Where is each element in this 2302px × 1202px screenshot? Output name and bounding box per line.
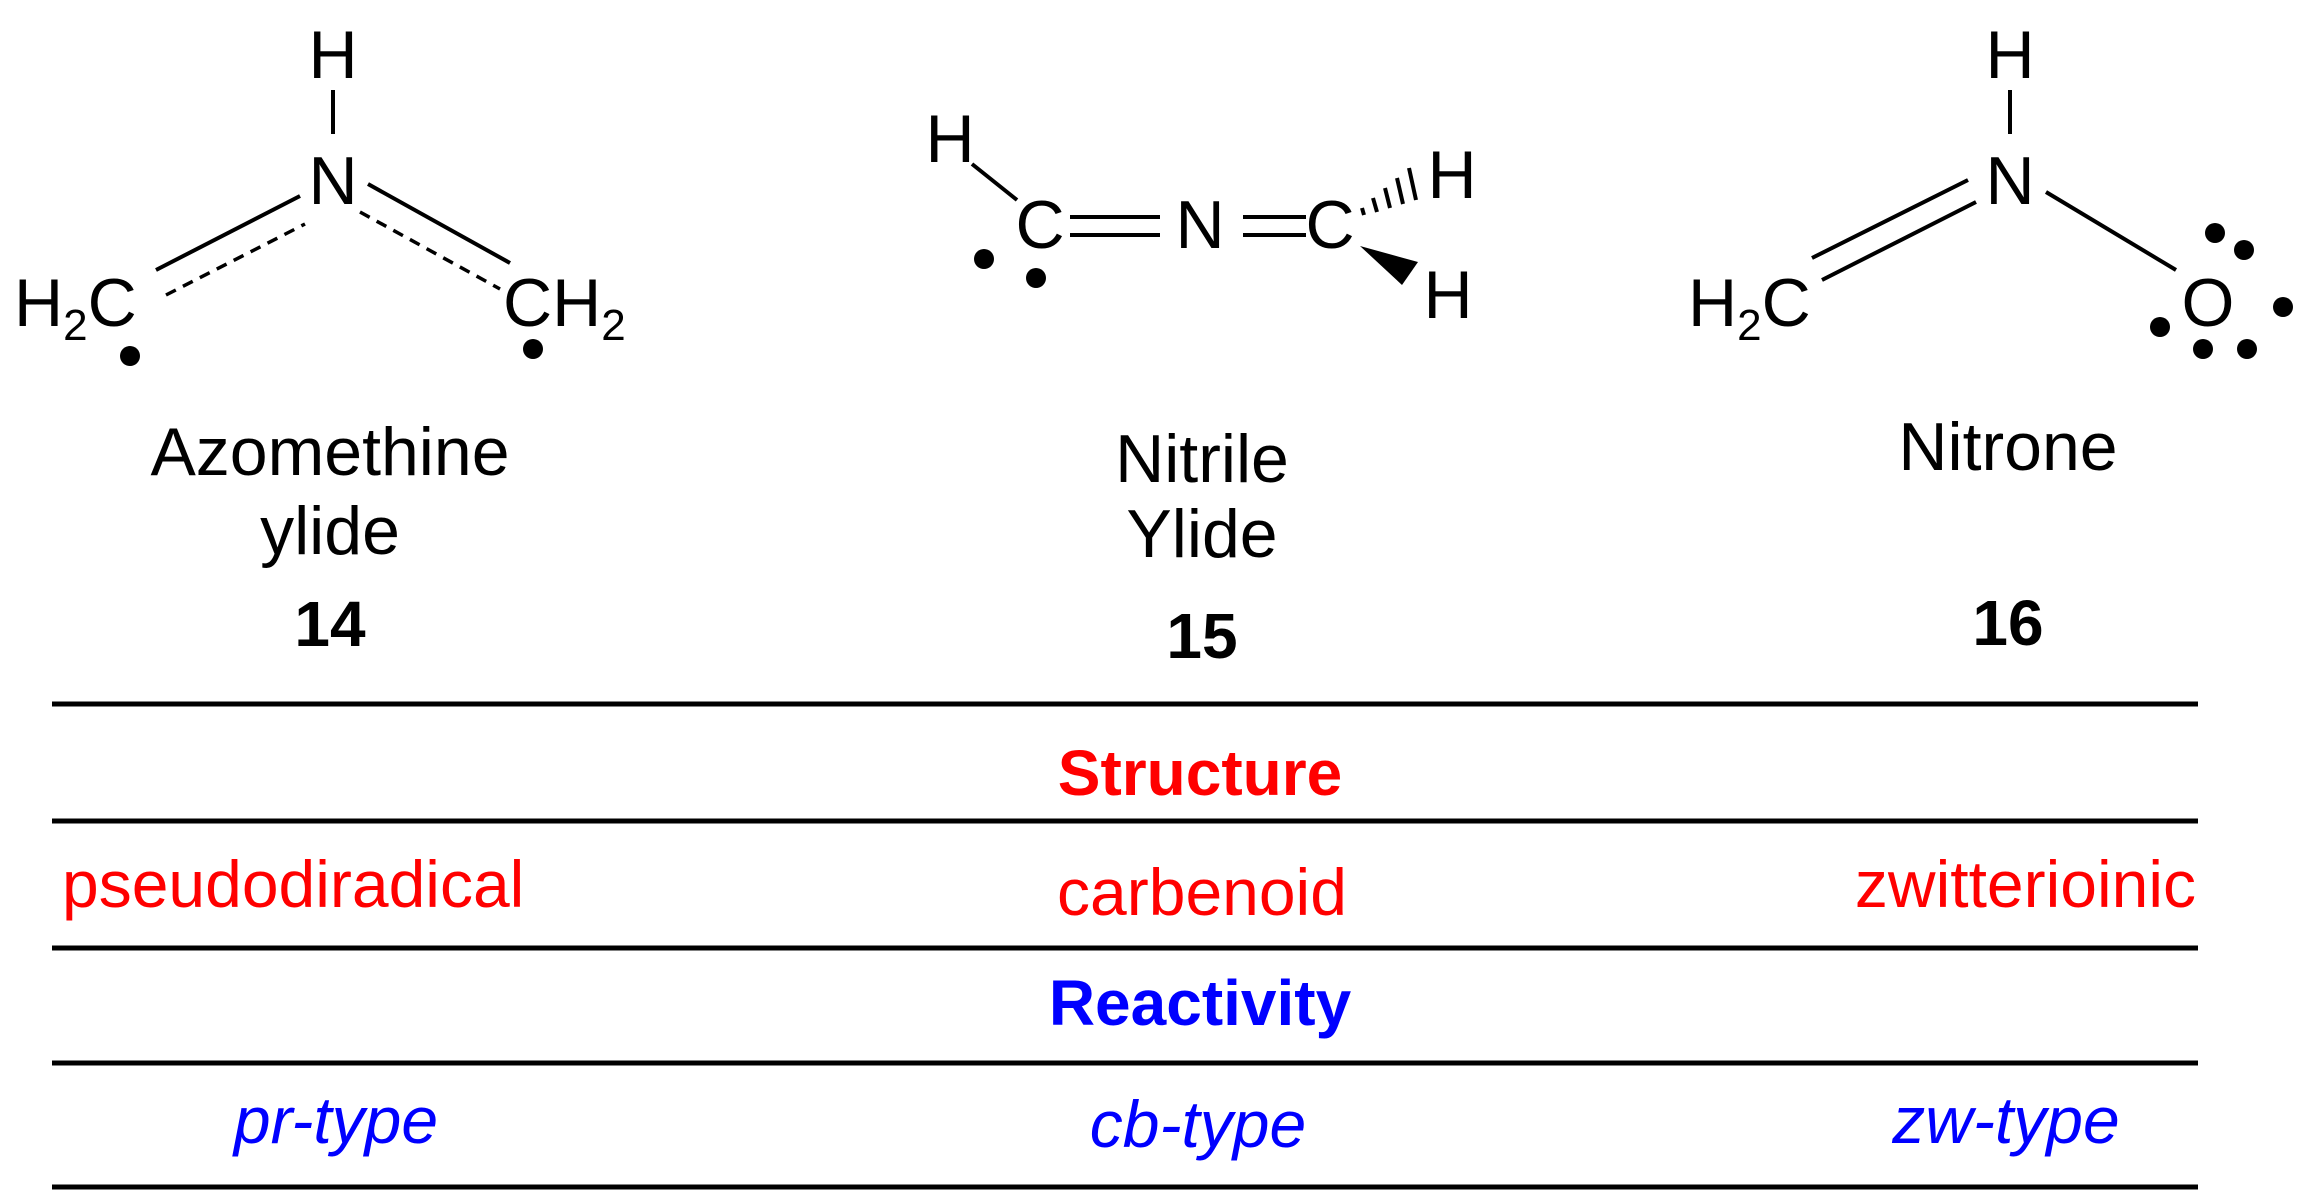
bond-n-o <box>2044 190 2178 272</box>
reactivity-value: zw-type <box>1891 1083 2119 1157</box>
compound-number: 14 <box>294 588 366 660</box>
structure-value: zwitterioinic <box>1855 847 2196 921</box>
azomethine-ylide-structure: H N H2C CH2 <box>14 17 626 366</box>
atom-h-bottom: H <box>1423 257 1472 333</box>
molecule-name-line2: Ylide <box>1126 496 1277 572</box>
bond-c-n-double-a <box>1811 178 1969 260</box>
lone-pair-dot <box>2273 297 2293 317</box>
reactivity-header: Reactivity <box>1049 967 1352 1039</box>
atom-n: N <box>308 143 357 219</box>
atom-h-top: H <box>308 17 357 93</box>
atom-n: N <box>1175 187 1224 263</box>
molecule-name: Nitrone <box>1898 409 2117 485</box>
hashed-wedge-bond <box>1360 167 1418 216</box>
lone-pair-dot <box>2205 223 2225 243</box>
structure-header: Structure <box>1058 737 1343 809</box>
atom-ch2: H2C <box>1688 265 1811 350</box>
nitrone-structure: H N H2C O <box>1688 17 2293 359</box>
bond-n-c-right-dashed <box>359 210 501 291</box>
bond-n-c-right-solid <box>367 182 511 265</box>
molecule-name-line2: ylide <box>260 493 400 569</box>
nitrile-ylide-structure: H C N C H H <box>925 101 1476 333</box>
reactivity-value: pr-type <box>232 1083 438 1157</box>
bond-c-n-left-dashed <box>165 222 306 297</box>
atom-c-right: C <box>1305 187 1354 263</box>
atom-ch2-right: CH2 <box>503 265 626 350</box>
solid-wedge-bond <box>1360 246 1418 285</box>
bond-c-n-double-b <box>1821 200 1977 282</box>
electron-dot <box>1026 268 1046 288</box>
atom-h-top: H <box>1985 17 2034 93</box>
bond-h-c <box>970 162 1019 202</box>
compound-number: 15 <box>1166 600 1237 672</box>
structure-value: carbenoid <box>1057 855 1347 929</box>
lone-pair-dot <box>2234 240 2254 260</box>
atom-h-left: H <box>925 101 974 177</box>
electron-dot <box>523 339 543 359</box>
atom-n: N <box>1985 143 2034 219</box>
lone-pair-dot <box>2237 339 2257 359</box>
atom-c-left: C <box>1015 187 1064 263</box>
atom-o: O <box>2182 265 2235 341</box>
atom-h-top: H <box>1427 137 1476 213</box>
structure-value: pseudodiradical <box>62 847 524 921</box>
electron-dot <box>974 249 994 269</box>
lone-pair-dot <box>2150 317 2170 337</box>
reactivity-value: cb-type <box>1090 1087 1306 1161</box>
bond-c-n-left-solid <box>155 194 301 272</box>
lone-pair-dot <box>2193 339 2213 359</box>
electron-dot <box>120 346 140 366</box>
molecule-name-line1: Nitrile <box>1115 421 1289 497</box>
atom-ch2-left: H2C <box>14 265 137 350</box>
compound-number: 16 <box>1972 587 2043 659</box>
molecule-name-line1: Azomethine <box>150 414 509 490</box>
